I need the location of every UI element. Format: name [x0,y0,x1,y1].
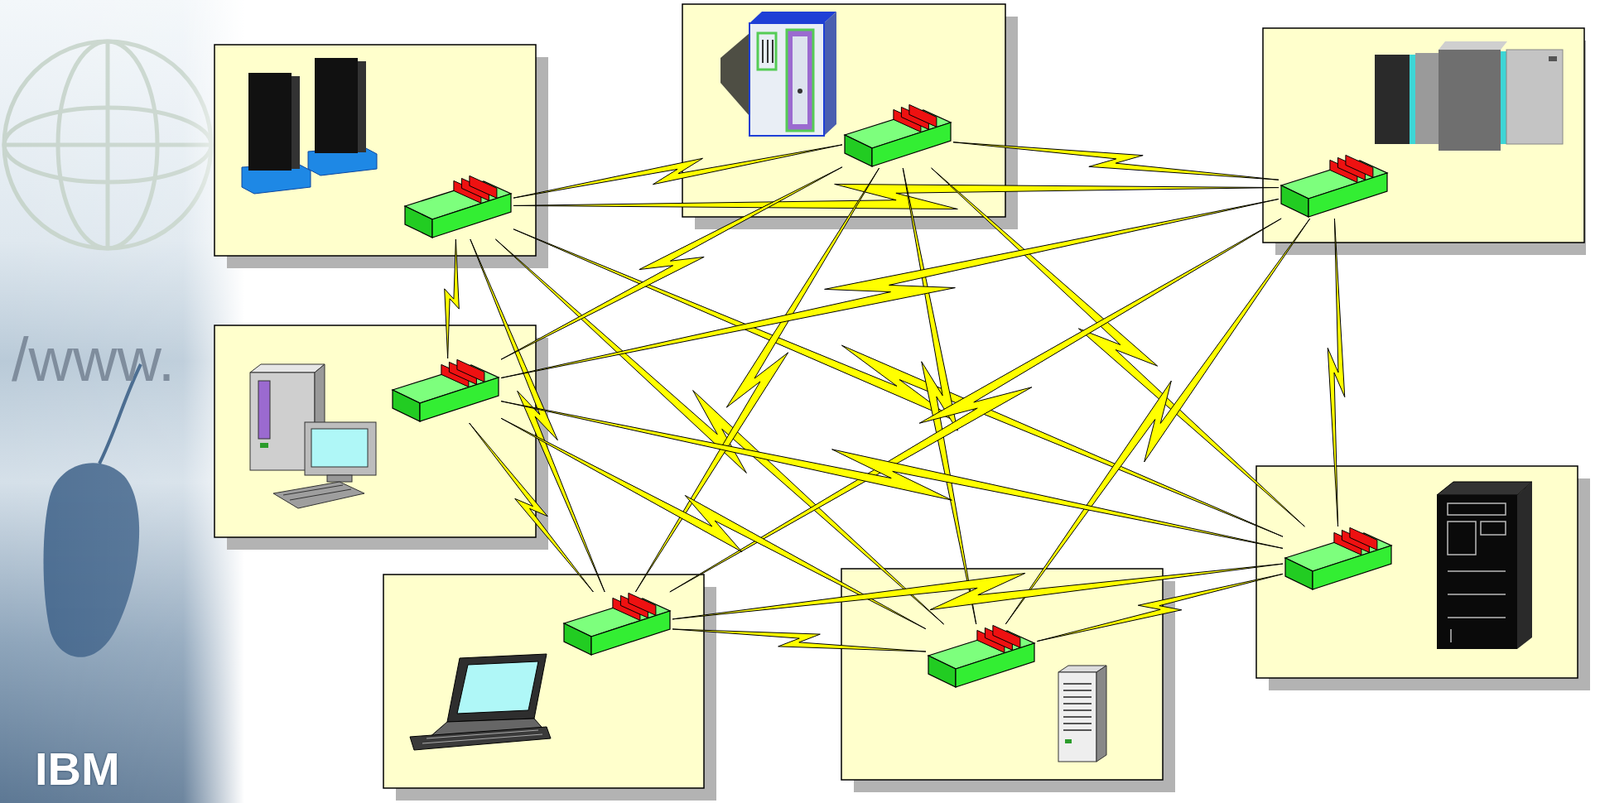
lightning-link [470,239,605,593]
lightning-link [1036,573,1283,641]
queue-icon [842,103,954,169]
queue-icon [1282,526,1394,592]
message-queue [402,174,514,240]
lightning-link [672,563,1283,620]
lightning-link [501,401,1283,550]
lightning-link [1005,218,1311,625]
server-towers-icon [241,57,377,194]
queue-icon [925,624,1037,690]
lightning-link [444,239,460,359]
message-queue [1282,526,1394,592]
queue-icon [1278,154,1390,219]
lightning-link [513,183,1279,209]
message-queue [925,624,1037,690]
mainframe-icon [1374,41,1563,151]
side-strip [0,0,245,803]
lightning-link [469,423,594,593]
lightning-link [672,629,926,652]
desktop-pc-icon [250,364,376,509]
watermark-text: /www. [11,324,175,396]
lightning-link [635,168,879,593]
site-panels [214,4,1591,801]
message-queue [1278,154,1390,219]
lightning-link [953,142,1279,180]
lightning-link [1327,218,1345,527]
message-queue [390,358,502,424]
logo-text: IBM [34,742,121,796]
queue-icon [390,358,502,424]
system-tower-icon [1436,481,1533,650]
tower-server-icon [1058,665,1107,762]
laptop-icon [409,654,551,751]
queue-icon [561,592,673,657]
lightning-link [931,168,1306,527]
lightning-link [513,144,843,198]
queue-icon [402,174,514,240]
lightning-link [902,168,976,625]
message-queue [561,592,673,657]
message-queue [842,103,954,169]
cabinet-icon [720,11,837,136]
lightning-link [669,218,1282,593]
lightning-link [501,167,843,360]
